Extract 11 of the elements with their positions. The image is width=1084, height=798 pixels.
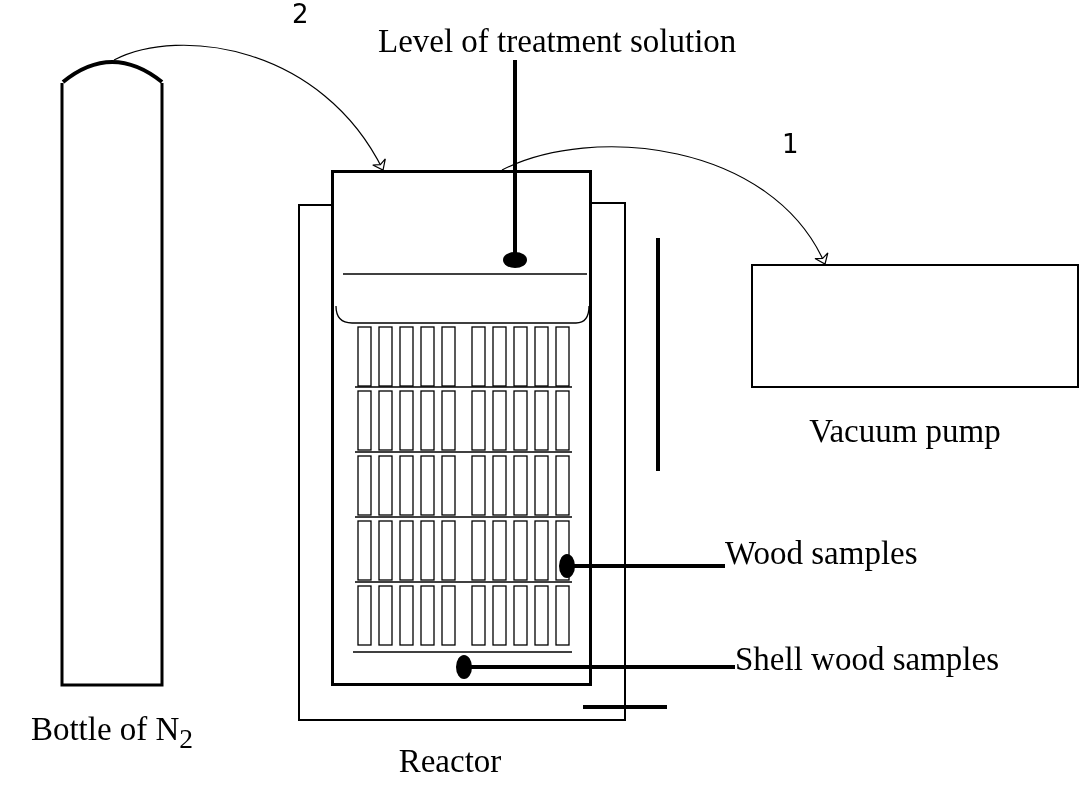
- equipment-label: Reactor: [398, 742, 502, 780]
- leader-line: [503, 60, 527, 268]
- equipment-label: Vacuum pump: [809, 412, 1001, 450]
- callout-label: Level of treatment solution: [378, 22, 737, 60]
- pipe-arrow: [501, 146, 828, 265]
- pipe-arrow: [113, 44, 386, 171]
- equipment-label: Bottle of N$_{2}$: [30, 710, 194, 756]
- callout-label: Wood samples: [725, 534, 918, 572]
- leader-line: [559, 554, 725, 578]
- leader-line: [456, 655, 735, 679]
- callout-label: Shell wood samples: [735, 640, 999, 678]
